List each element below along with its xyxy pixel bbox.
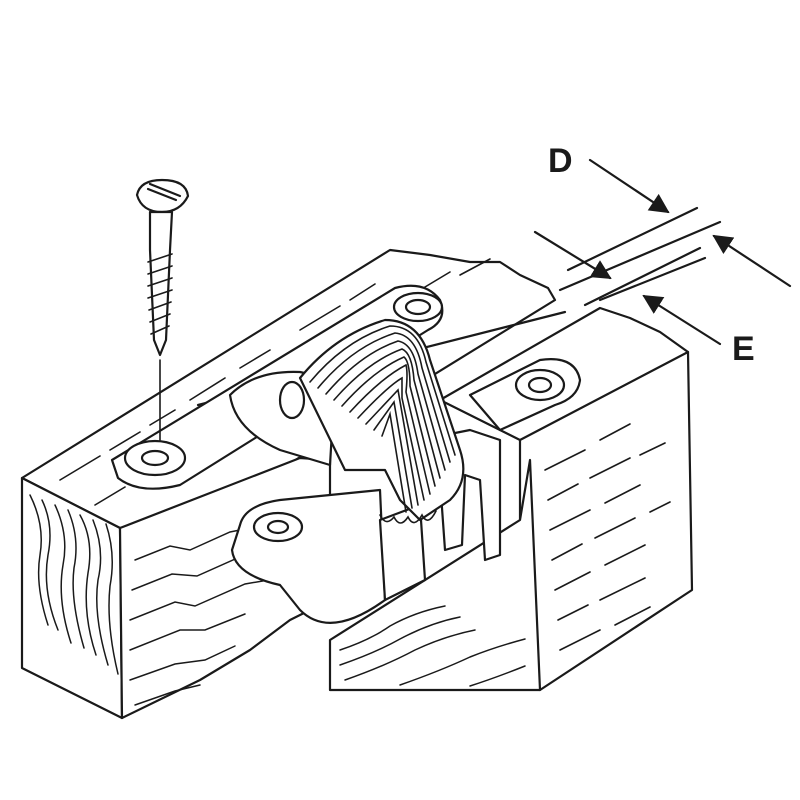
screw-head	[135, 178, 190, 214]
dim-line-e-edge	[583, 246, 702, 307]
dimension-label-e: E	[732, 330, 755, 368]
dim-e-arrow-right	[642, 294, 722, 346]
screw-thread	[147, 253, 173, 335]
left-block-end-grain	[29, 494, 119, 675]
hinge-upper-hole	[278, 380, 306, 420]
right-block-grain	[544, 423, 671, 651]
concealed-hinge	[110, 284, 582, 624]
dim-line-e-edge-2	[598, 256, 707, 302]
pocket-end-grain	[339, 605, 526, 687]
hinge-link-leaves	[298, 318, 465, 524]
dim-e-arrow-left	[533, 230, 612, 280]
dim-line-d-edge	[566, 206, 699, 272]
dim-d-arrow-left	[588, 158, 670, 214]
dimension-lines	[533, 158, 792, 346]
screw	[135, 178, 190, 441]
dim-d-arrow-right	[712, 234, 792, 288]
dimension-label-d: D	[548, 142, 573, 180]
dim-line-d-edge-2	[558, 220, 722, 292]
